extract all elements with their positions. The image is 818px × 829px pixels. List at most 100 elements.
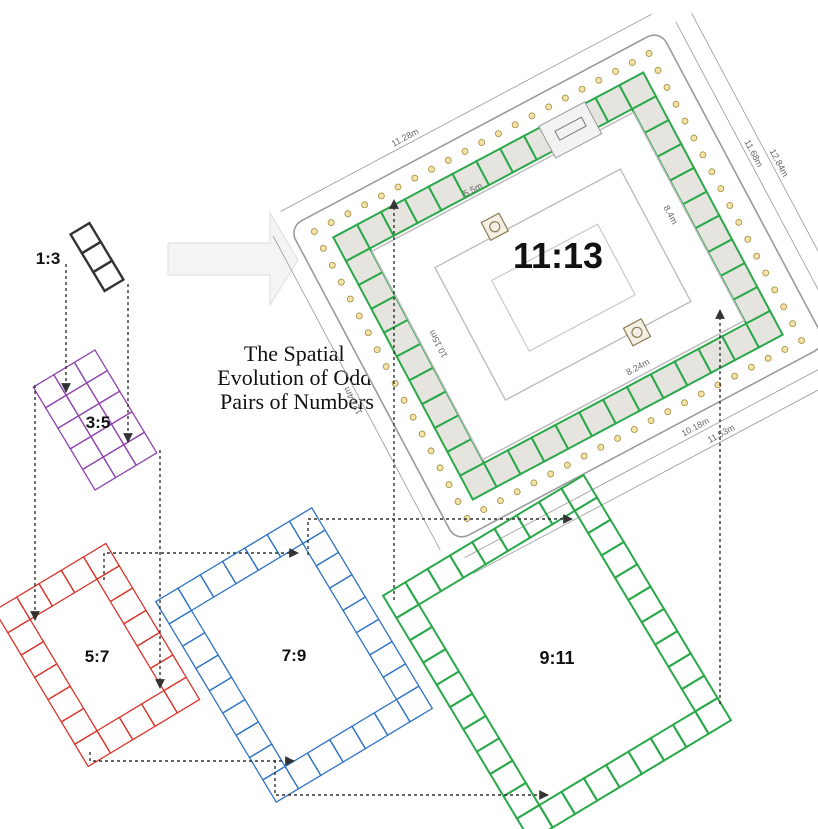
grid-cell xyxy=(96,716,134,754)
grid-cell xyxy=(261,765,300,804)
bead-dot xyxy=(377,192,385,200)
grid-cell xyxy=(502,781,541,820)
bead-dot xyxy=(361,201,368,209)
grid-cell xyxy=(154,587,193,625)
floor-plan-11-13: 11.28m 5.5m 10.18m 11.53m 8.24m 11.68m 1… xyxy=(272,13,818,574)
grid-cell xyxy=(38,569,76,607)
bead-dot xyxy=(614,434,621,442)
grid-cell xyxy=(426,554,465,593)
grid-cell xyxy=(109,587,147,625)
grid-cell xyxy=(315,551,353,589)
bead-dot xyxy=(427,447,435,455)
bead-dot xyxy=(578,85,586,93)
grid-cell xyxy=(537,790,577,829)
grid-cell xyxy=(328,573,367,612)
bead-dot xyxy=(328,261,336,269)
grid-cell xyxy=(163,676,201,714)
bead-dot xyxy=(647,417,655,424)
bead-dot xyxy=(409,413,417,421)
grid-cell xyxy=(470,527,510,566)
bead-dot xyxy=(595,76,603,84)
grid-cell xyxy=(403,567,443,606)
bead-dot xyxy=(771,286,779,294)
bead-dot xyxy=(355,312,363,320)
grid-cell xyxy=(52,361,88,397)
title-line-3: Pairs of Numbers xyxy=(220,389,374,414)
grid-cell xyxy=(671,710,711,749)
bead-dot xyxy=(735,218,743,226)
bead-dot xyxy=(628,59,636,66)
grid-cell xyxy=(136,631,174,670)
grid-cell xyxy=(221,698,260,737)
bead-dot xyxy=(545,103,553,111)
shape-7-9 xyxy=(154,506,434,804)
grid-cell xyxy=(351,712,389,750)
bead-dot xyxy=(762,269,770,277)
bead-dot xyxy=(672,100,680,108)
bead-dot xyxy=(563,461,571,469)
bead-dot xyxy=(630,426,638,433)
bead-dot xyxy=(681,117,689,125)
title-line-2: Evolution of Odd xyxy=(217,365,371,390)
grid-cell xyxy=(73,349,109,384)
grid-cell xyxy=(693,696,733,736)
bead-dot xyxy=(480,506,488,513)
bead-dot xyxy=(373,346,381,354)
grid-cell xyxy=(382,662,420,701)
bead-dot xyxy=(394,183,402,191)
bead-dot xyxy=(528,112,536,120)
grid-cell xyxy=(626,585,666,624)
grid-cell xyxy=(140,689,179,728)
grid-cell xyxy=(488,759,528,798)
bead-dot xyxy=(530,479,538,487)
label-1-3: 1:3 xyxy=(36,249,61,268)
bead-dot xyxy=(382,363,390,370)
bead-dot xyxy=(612,67,619,75)
bead-dot xyxy=(478,139,486,146)
bead-dot xyxy=(327,219,335,226)
grid-cell xyxy=(81,456,117,491)
label-9-11: 9:11 xyxy=(539,648,574,668)
grid-cell xyxy=(586,518,626,557)
grid-cell xyxy=(149,654,188,692)
grid-cell xyxy=(435,670,474,709)
grid-cell xyxy=(44,394,80,430)
grid-cell xyxy=(448,540,487,580)
grid-cell xyxy=(235,721,273,759)
grid-cell xyxy=(181,631,220,670)
grid-cell xyxy=(600,540,639,580)
bead-dot xyxy=(346,295,354,303)
bead-dot xyxy=(511,121,519,129)
grid-cell xyxy=(65,382,100,417)
bead-dot xyxy=(726,202,734,209)
grid-cell xyxy=(328,725,367,763)
bead-dot xyxy=(418,430,426,438)
grid-cell xyxy=(96,564,134,603)
grid-cell xyxy=(627,736,666,776)
bead-dot xyxy=(645,50,653,57)
grid-cell xyxy=(102,443,138,479)
shape-1-3 xyxy=(68,221,126,293)
grid-cell xyxy=(395,603,434,642)
pillar-icon xyxy=(480,212,652,347)
grid-cell xyxy=(381,580,421,620)
grid-cell xyxy=(288,506,327,545)
bead-dot xyxy=(497,497,504,505)
grid-cell xyxy=(6,618,45,656)
diagram-title: The Spatial Evolution of Odd Pairs of Nu… xyxy=(217,341,377,414)
bead-dot xyxy=(428,165,435,173)
bead-dot xyxy=(780,303,788,311)
grid-cell xyxy=(60,707,98,746)
bead-dot xyxy=(789,320,797,328)
bead-dot xyxy=(547,470,555,478)
grid-cell xyxy=(649,723,688,762)
grid-cell xyxy=(122,431,158,467)
bead-dot xyxy=(664,408,672,416)
bead-dot xyxy=(461,148,469,155)
label-11-13: 11:13 xyxy=(513,235,603,276)
bead-dot xyxy=(344,210,352,218)
shape-9-11 xyxy=(381,473,733,829)
grid-cell xyxy=(82,542,121,581)
bead-dot xyxy=(744,235,752,243)
grid-cell xyxy=(69,435,105,471)
